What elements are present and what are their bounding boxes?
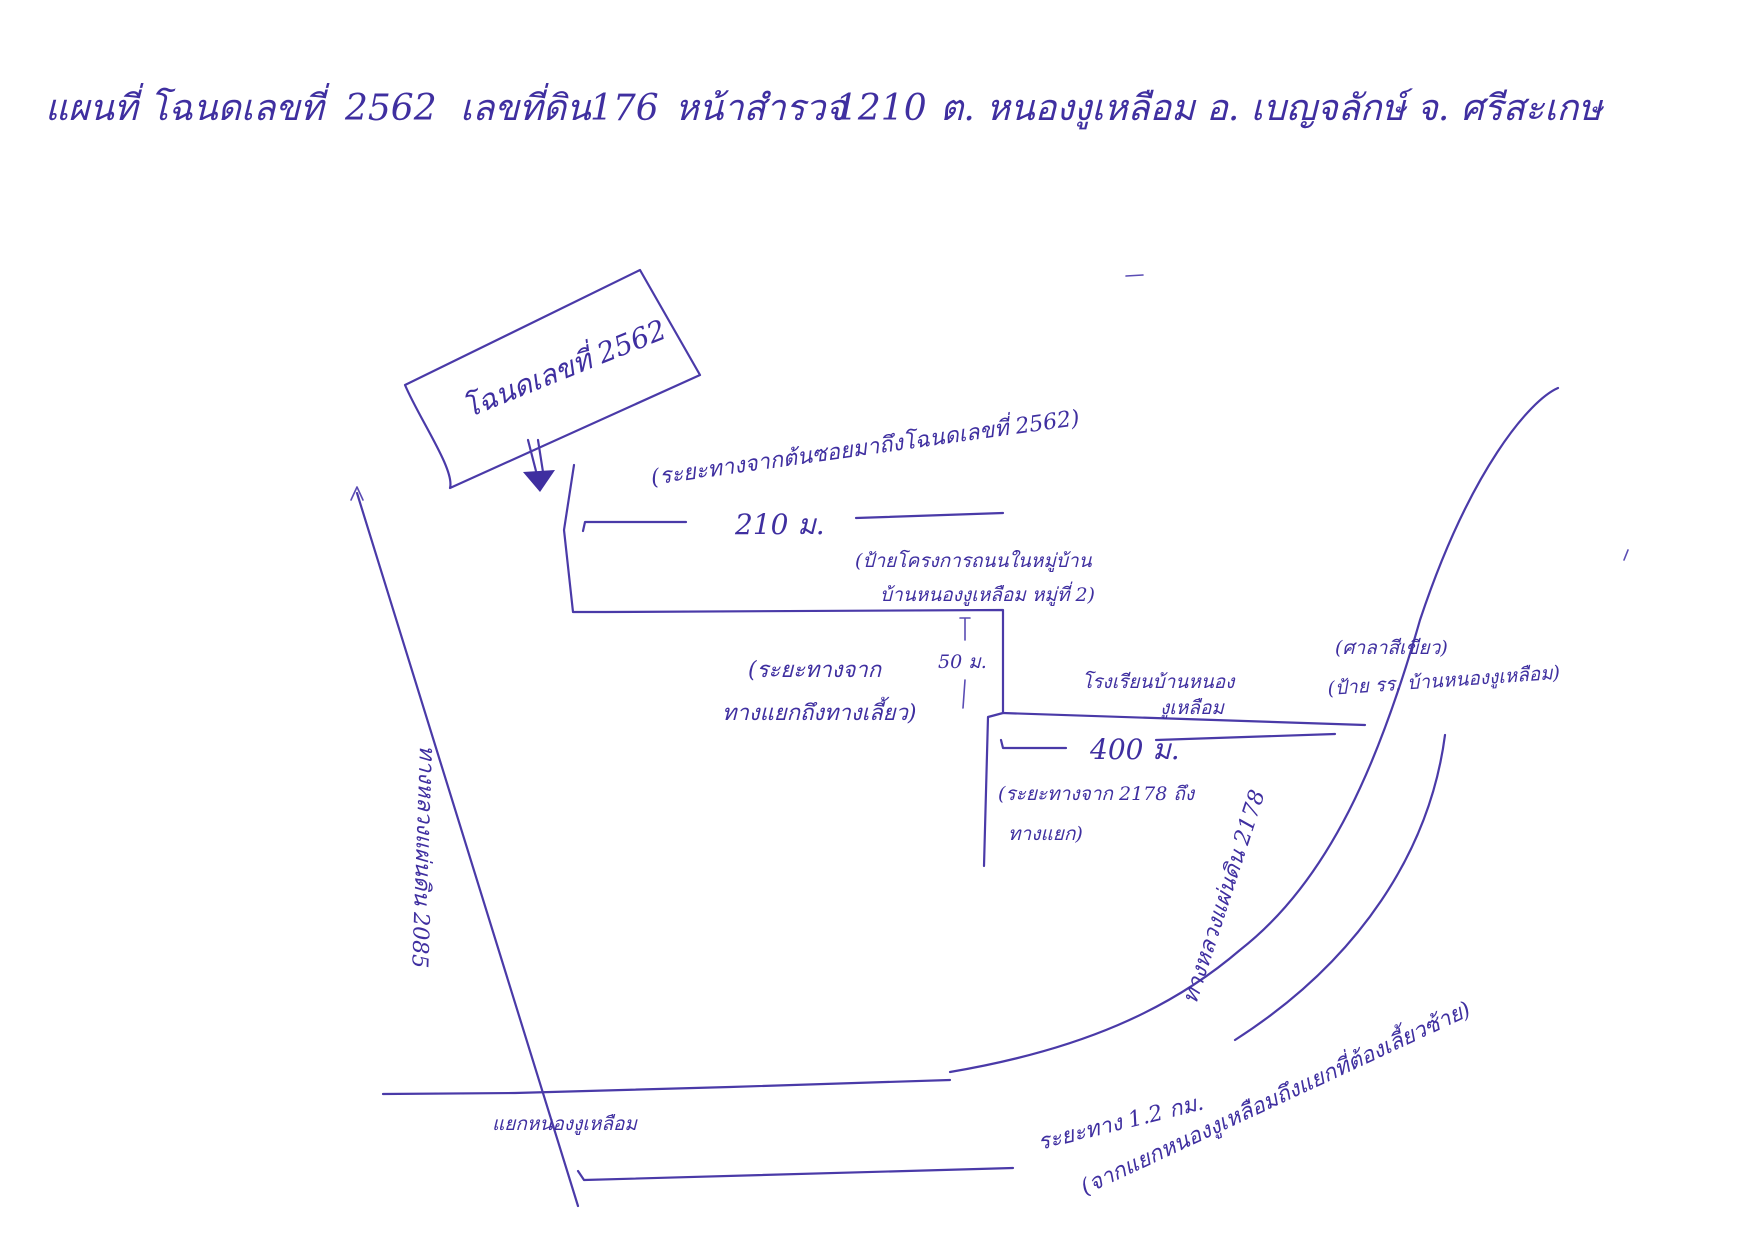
title-location: ต. หนองงูเหลือม อ. เบญจลักษ์ จ. ศรีสะเกษ bbox=[940, 88, 1604, 130]
label-highway-2085: ทางหลวงแผ่นดิน 2085 bbox=[406, 745, 439, 969]
label-from-2178-line1: (ระยะทางจาก 2178 ถึง bbox=[998, 783, 1196, 805]
dim-50-top bbox=[959, 617, 971, 641]
deed-banner-outline bbox=[403, 268, 702, 490]
main-road bbox=[381, 1078, 952, 1096]
route-arc bbox=[1233, 733, 1447, 1042]
highway-2085-start-tick bbox=[350, 486, 364, 501]
label-400m: 400 ม. bbox=[1089, 733, 1180, 766]
stray-mark-2 bbox=[1623, 549, 1629, 561]
label-junction-name: แยกหนองงูเหลือม bbox=[492, 1113, 638, 1135]
dim-210-right bbox=[854, 511, 1005, 520]
deed-banner-label: โฉนดเลขที่ 2562 bbox=[457, 310, 671, 424]
dim-400-left bbox=[999, 738, 1068, 750]
label-project-sign-line2: บ้านหนองงูเหลือม หมู่ที่ 2) bbox=[880, 581, 1095, 606]
title-survey: หน้าสำรวจ bbox=[675, 88, 848, 129]
label-school-line1: โรงเรียนบ้านหนอง bbox=[1082, 670, 1236, 693]
label-dist-soi-to-deed: (ระยะทางจากต้นซอยมาถึงโฉนดเลขที่ 2562) bbox=[649, 402, 1081, 491]
dim-210-left bbox=[581, 520, 688, 533]
dim-50-bottom bbox=[962, 679, 966, 709]
soi-road bbox=[562, 463, 1005, 868]
dim-400-right bbox=[1154, 732, 1337, 742]
title-survey-number: 1210 bbox=[835, 88, 927, 129]
highway-2085-road bbox=[355, 491, 580, 1208]
map-title: แผนที่ โฉนดเลขที่ 2562 เลขที่ดิน 176 หน้… bbox=[45, 82, 1604, 130]
title-land-number: 176 bbox=[590, 88, 659, 129]
side-road-to-school bbox=[1001, 711, 1367, 727]
dim-12km bbox=[576, 1166, 1015, 1182]
label-project-sign-line1: (ป้ายโครงการถนนในหมู่บ้าน bbox=[855, 549, 1093, 572]
label-210m: 210 ม. bbox=[734, 508, 825, 541]
deed-arrow-head bbox=[523, 470, 555, 492]
stray-mark bbox=[1125, 274, 1144, 277]
deed-banner: โฉนดเลขที่ 2562 bbox=[403, 268, 702, 492]
label-dist-12km-line2: (จากแยกหนองงูเหลือมถึงแยกที่ต้องเลี้ยวซ้… bbox=[1075, 993, 1475, 1201]
deed-arrow bbox=[526, 438, 545, 477]
main-road-curve-to-2178 bbox=[948, 386, 1560, 1074]
label-junction-dist-line1: (ระยะทางจาก bbox=[748, 658, 883, 683]
title-land: เลขที่ดิน bbox=[460, 82, 592, 129]
label-highway-2178: ทางหลวงแผ่นดิน 2178 bbox=[1178, 787, 1271, 1007]
label-school-sign: (ป้าย รร. บ้านหนองงูเหลือม) bbox=[1327, 662, 1561, 700]
label-school-line2: งูเหลือม bbox=[1160, 697, 1225, 719]
title-deed-number: 2562 bbox=[344, 88, 437, 129]
label-50m: 50 ม. bbox=[938, 651, 987, 673]
label-from-2178-line2: ทางแยก) bbox=[1008, 823, 1083, 845]
title-deed: แผนที่ โฉนดเลขที่ bbox=[45, 82, 330, 129]
label-temple: (ศาลาสีเขียว) bbox=[1335, 637, 1448, 659]
label-junction-dist-line2: ทางแยกถึงทางเลี้ยว) bbox=[722, 696, 916, 726]
